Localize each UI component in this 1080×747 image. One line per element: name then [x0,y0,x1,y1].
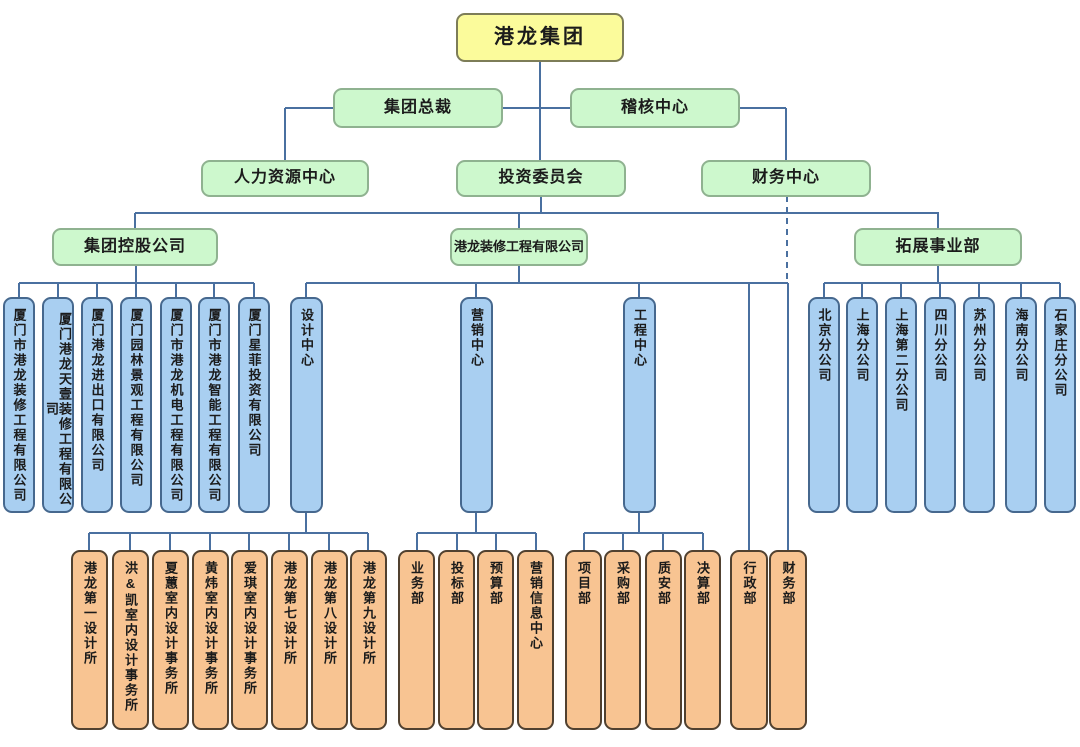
node-label: 苏州分公司 [971,308,987,383]
node-label: 厦门港龙进出口有限公司 [89,308,105,473]
node-subsidiary-3: 厦门园林景观工程有限公司 [120,297,152,513]
node-investment-committee: 投资委员会 [456,160,626,197]
node-group-president: 集团总裁 [333,88,503,128]
node-label: 海南分公司 [1013,308,1029,383]
node-label: 港龙装修工程有限公司 [453,238,584,254]
node-studio-5: 港龙第七设计所 [271,550,308,730]
node-label: 石家庄分公司 [1052,308,1068,398]
node-label: 北京分公司 [816,308,832,383]
node-label: 上海第二分公司 [893,308,909,413]
node-label: 洪&凯室内设计事务所 [123,561,138,713]
node-studio-2: 夏蕙室内设计事务所 [152,550,189,730]
node-label: 人力资源中心 [233,169,336,187]
node-marketing-dept-3: 营销信息中心 [517,550,554,730]
node-decoration-company: 港龙装修工程有限公司 [450,228,588,266]
node-label: 集团总裁 [383,98,452,116]
node-branch-2: 上海第二分公司 [885,297,917,513]
node-studio-0: 港龙第一设计所 [71,550,108,730]
node-label: 厦门市港龙装修工程有限公司 [11,308,27,503]
node-engineering-dept-3: 决算部 [684,550,721,730]
node-label: 预算部 [488,561,503,606]
node-label: 项目部 [576,561,591,606]
node-marketing-dept-0: 业务部 [398,550,435,730]
node-label: 行政部 [741,561,757,606]
node-label: 营销中心 [469,308,484,368]
node-label: 四川分公司 [932,308,948,383]
node-label: 稽核中心 [620,98,689,116]
node-label: 质安部 [656,561,671,606]
node-label: 设计中心 [299,308,314,368]
node-label: 业务部 [409,561,424,606]
node-label: 上海分公司 [854,308,870,383]
node-group-root: 港龙集团 [456,13,624,62]
node-finance-dept: 财务部 [769,550,807,730]
node-label: 港龙第八设计所 [322,561,337,666]
node-branch-6: 石家庄分公司 [1044,297,1076,513]
node-label: 港龙第七设计所 [282,561,297,666]
node-design-center: 设计中心 [290,297,323,513]
node-label: 厦门市港龙机电工程有限公司 [168,308,184,503]
node-label: 黄炜室内设计事务所 [203,561,218,696]
node-subsidiary-1: 厦门港龙天壹装修工程有限公司 [42,297,74,513]
node-label: 财务中心 [751,169,820,187]
node-engineering-dept-2: 质安部 [645,550,682,730]
node-label: 夏蕙室内设计事务所 [163,561,178,696]
node-studio-4: 爱琪室内设计事务所 [231,550,268,730]
node-label: 厦门园林景观工程有限公司 [128,308,144,488]
node-expansion-division: 拓展事业部 [854,228,1022,266]
node-label: 投资委员会 [498,169,584,187]
node-marketing-center: 营销中心 [460,297,493,513]
node-label: 采购部 [615,561,630,606]
node-engineering-center: 工程中心 [623,297,656,513]
node-label: 港龙集团 [494,26,586,48]
node-audit-center: 稽核中心 [570,88,740,128]
node-label: 厦门星菲投资有限公司 [246,308,262,458]
node-label: 港龙第一设计所 [82,561,97,666]
node-marketing-dept-1: 投标部 [438,550,475,730]
node-label: 爱琪室内设计事务所 [242,561,257,696]
node-label: 决算部 [695,561,710,606]
node-engineering-dept-1: 采购部 [604,550,641,730]
node-studio-6: 港龙第八设计所 [311,550,348,730]
node-label: 厦门港龙天壹装修工程有限公司 [44,312,72,507]
node-branch-4: 苏州分公司 [963,297,995,513]
node-engineering-dept-0: 项目部 [565,550,602,730]
node-label: 投标部 [449,561,464,606]
node-label: 财务部 [780,561,796,606]
node-branch-0: 北京分公司 [808,297,840,513]
node-subsidiary-4: 厦门市港龙机电工程有限公司 [160,297,192,513]
node-subsidiary-5: 厦门市港龙智能工程有限公司 [198,297,230,513]
node-subsidiary-6: 厦门星菲投资有限公司 [238,297,270,513]
node-hr-center: 人力资源中心 [201,160,369,197]
node-label: 工程中心 [632,308,647,368]
node-label: 拓展事业部 [895,237,981,255]
node-subsidiary-0: 厦门市港龙装修工程有限公司 [3,297,35,513]
node-label: 港龙第九设计所 [361,561,376,666]
node-studio-1: 洪&凯室内设计事务所 [112,550,149,730]
node-marketing-dept-2: 预算部 [477,550,514,730]
node-studio-7: 港龙第九设计所 [350,550,387,730]
node-finance-center: 财务中心 [701,160,871,197]
node-studio-3: 黄炜室内设计事务所 [192,550,229,730]
node-branch-3: 四川分公司 [924,297,956,513]
node-branch-1: 上海分公司 [846,297,878,513]
node-label: 营销信息中心 [528,561,543,651]
node-subsidiary-2: 厦门港龙进出口有限公司 [81,297,113,513]
node-label: 集团控股公司 [83,237,186,255]
node-admin-dept: 行政部 [730,550,768,730]
node-branch-5: 海南分公司 [1005,297,1037,513]
node-label: 厦门市港龙智能工程有限公司 [206,308,222,503]
node-holding-company: 集团控股公司 [52,228,218,266]
